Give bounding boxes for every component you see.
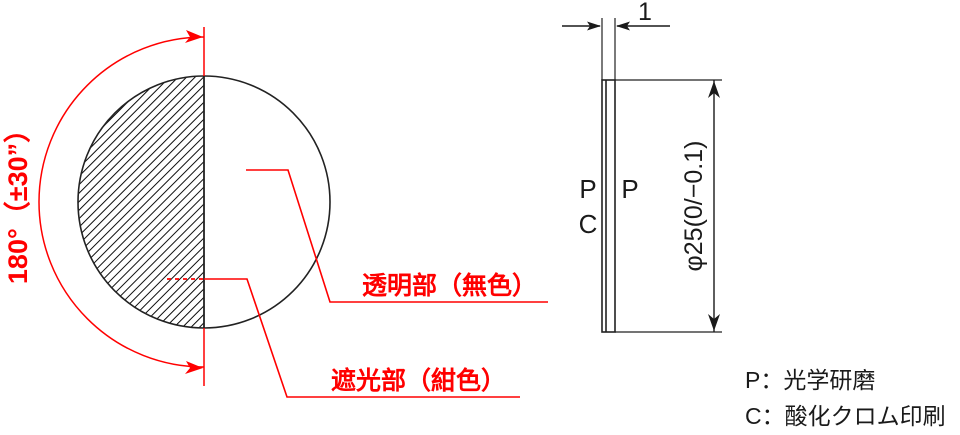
surface-label-right: P — [621, 174, 638, 204]
opaque-half-hatched-region — [78, 76, 204, 328]
surface-label-left-top: P — [579, 174, 596, 204]
arc-arrowhead-top — [185, 30, 203, 43]
diameter-label: φ25(0/−0.1) — [680, 141, 708, 272]
side-view-group: 1 φ25(0/−0.1) P C P — [562, 0, 722, 333]
thickness-label: 1 — [638, 0, 652, 26]
front-view-group: 180°（±30”） 透明部（無色） 遮光部（紺色） — [3, 27, 548, 398]
diameter-arrowhead-bottom — [708, 314, 720, 331]
legend-line-1: P：光学研磨 — [745, 367, 875, 393]
angle-dimension-arc-lower — [38, 201, 205, 368]
transparent-leader-line — [246, 169, 548, 303]
opaque-label: 遮光部（紺色） — [331, 366, 506, 395]
legend-group: P：光学研磨 C：酸化クロム印刷 — [745, 367, 946, 429]
diameter-arrowhead-top — [708, 81, 720, 98]
surface-label-left-bottom: C — [579, 209, 598, 239]
legend-line-2: C：酸化クロム印刷 — [745, 403, 946, 429]
arc-arrowhead-bottom — [185, 361, 203, 374]
opaque-leader-line — [204, 278, 520, 398]
transparent-label: 透明部（無色） — [362, 271, 537, 300]
angle-dimension-label: 180°（±30”） — [3, 116, 33, 284]
plate-body-rect — [601, 79, 616, 333]
angle-dimension-arc-upper — [38, 36, 205, 203]
